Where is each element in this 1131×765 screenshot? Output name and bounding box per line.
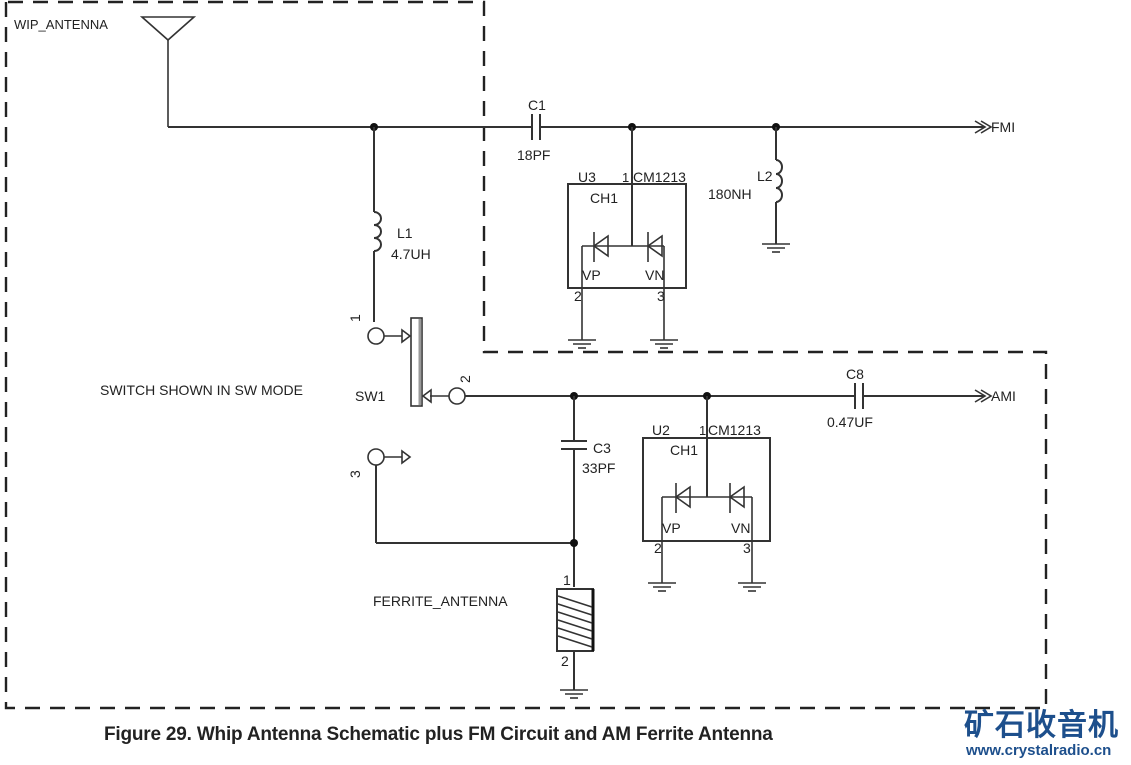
inductor-l1-icon (373, 211, 382, 252)
ground-icon (560, 689, 588, 699)
u2-ch: CH1 (670, 442, 698, 458)
figure-caption: Figure 29. Whip Antenna Schematic plus F… (104, 724, 773, 745)
sw1-pin1: 1 (347, 314, 363, 322)
diode-icon (674, 483, 691, 513)
u3-ref: U3 (578, 169, 596, 185)
whip-antenna-icon (139, 16, 197, 127)
l1-ref: L1 (397, 225, 413, 241)
fm-output-arrow-icon (974, 120, 993, 134)
junction-dot (570, 539, 578, 547)
u2-esd-protection (642, 396, 771, 583)
capacitor-c3-icon (561, 440, 587, 450)
sw1-ref: SW1 (355, 388, 386, 404)
whip-antenna-label: WIP_ANTENNA (14, 17, 108, 32)
l2-ref: L2 (757, 168, 773, 184)
l1-value: 4.7UH (391, 246, 431, 262)
u2-vp: VP (662, 520, 681, 536)
u2-ref: U2 (652, 422, 670, 438)
u2-pin3: 3 (743, 540, 751, 556)
ground-icon (738, 582, 766, 592)
ferrite-label: FERRITE_ANTENNA (373, 593, 508, 609)
u2-pin1: 1 (699, 423, 706, 438)
sw1-pin3: 3 (347, 470, 363, 478)
ferrite-antenna-icon (556, 588, 595, 652)
c8-ref: C8 (846, 366, 864, 382)
ground-icon (762, 243, 790, 253)
c3-value: 33PF (582, 460, 615, 476)
u3-ch: CH1 (590, 190, 618, 206)
watermark-logo: 矿石收音机 (964, 708, 1119, 743)
u3-pin3: 3 (657, 288, 665, 304)
ground-icon (650, 339, 678, 349)
ferrite-pin1: 1 (563, 572, 571, 588)
u3-vn: VN (645, 267, 664, 283)
am-output-label: AMI (991, 388, 1016, 404)
capacitor-c8-icon (854, 383, 864, 409)
switch-sw1-icon (367, 317, 466, 466)
dashed-boundary (4, 0, 1048, 710)
am-output-arrow-icon (974, 389, 993, 403)
c8-value: 0.47UF (827, 414, 873, 430)
c1-ref: C1 (528, 97, 546, 113)
switch-mode-note: SWITCH SHOWN IN SW MODE (100, 382, 303, 398)
u2-pin2: 2 (654, 540, 662, 556)
u3-pin1: 1 (622, 170, 629, 185)
watermark-url: www.crystalradio.cn (966, 742, 1112, 759)
l2-value: 180NH (708, 186, 752, 202)
c3-ref: C3 (593, 440, 611, 456)
u2-part: CM1213 (708, 422, 761, 438)
diode-icon (728, 483, 745, 513)
capacitor-c1-icon (531, 114, 541, 140)
diode-icon (646, 232, 663, 262)
u3-pin2: 2 (574, 288, 582, 304)
sw1-pin2: 2 (457, 375, 473, 383)
u3-vp: VP (582, 267, 601, 283)
ground-icon (568, 339, 596, 349)
inductor-l2-icon (775, 159, 783, 203)
diode-icon (592, 232, 609, 262)
ferrite-pin2: 2 (561, 653, 569, 669)
c1-value: 18PF (517, 147, 550, 163)
u2-vn: VN (731, 520, 750, 536)
u3-part: CM1213 (633, 169, 686, 185)
fm-output-label: FMI (991, 119, 1015, 135)
ground-icon (648, 582, 676, 592)
u3-esd-protection (567, 127, 687, 340)
